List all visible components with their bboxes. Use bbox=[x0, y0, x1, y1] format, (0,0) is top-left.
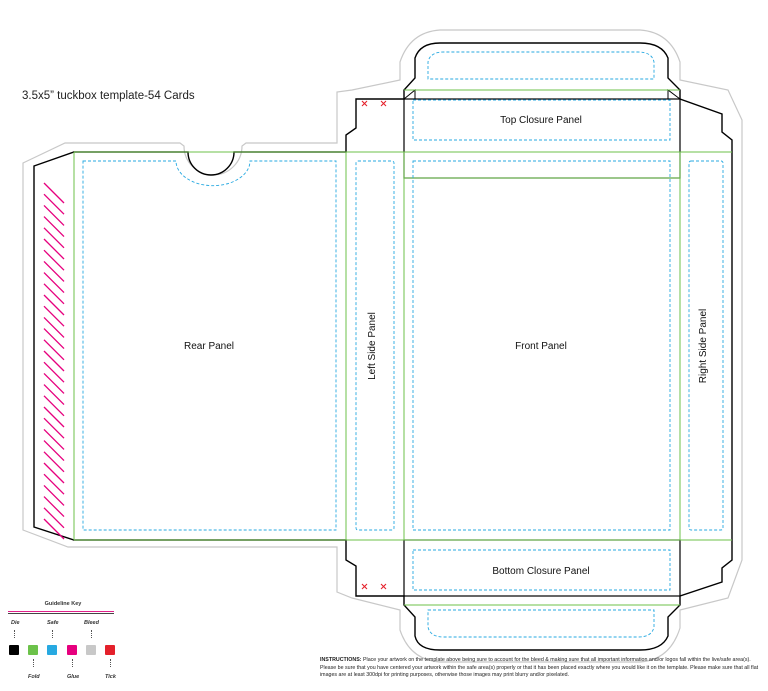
top-tuck-notch-left bbox=[403, 88, 416, 100]
glue-hatch-line bbox=[43, 294, 65, 316]
tick-mark-bottom-right bbox=[380, 583, 387, 590]
key-connector-die bbox=[14, 630, 15, 638]
swatch-glue bbox=[67, 645, 77, 655]
glue-hatch-line bbox=[43, 216, 65, 238]
glue-hatch-line bbox=[43, 496, 65, 518]
glue-hatch-line bbox=[43, 384, 65, 406]
glue-hatch-line bbox=[43, 328, 65, 350]
key-label-bleed: Bleed bbox=[84, 620, 99, 626]
glue-hatch-line bbox=[43, 272, 65, 294]
die-outline bbox=[33, 42, 733, 651]
template-title: 3.5x5” tuckbox template-54 Cards bbox=[22, 90, 195, 102]
glue-hatch-line bbox=[43, 428, 65, 450]
swatch-die bbox=[9, 645, 19, 655]
glue-hatch-line bbox=[43, 417, 65, 439]
label-right-side-panel: Right Side Panel bbox=[698, 309, 709, 384]
tick-mark-top-right bbox=[380, 100, 387, 107]
glue-hatch-line bbox=[43, 507, 65, 529]
glue-hatch-line bbox=[43, 305, 65, 327]
instructions-text: INSTRUCTIONS: Place your artwork on the … bbox=[320, 657, 760, 680]
glue-hatch-line bbox=[43, 440, 65, 462]
label-front-panel: Front Panel bbox=[515, 341, 567, 352]
label-rear-panel: Rear Panel bbox=[184, 341, 234, 352]
tick-mark-bottom-left bbox=[361, 583, 368, 590]
key-connector-fold bbox=[33, 659, 34, 667]
key-divider-dark bbox=[8, 613, 114, 614]
key-label-glue: Glue bbox=[67, 674, 80, 680]
glue-hatch-line bbox=[43, 260, 65, 282]
label-bottom-closure-panel: Bottom Closure Panel bbox=[492, 566, 589, 577]
glue-hatch-line bbox=[43, 395, 65, 417]
tick-mark-top-left bbox=[361, 100, 368, 107]
safe-area-front bbox=[412, 160, 671, 531]
label-left-side-panel: Left Side Panel bbox=[367, 312, 378, 380]
safe-area-left-side bbox=[355, 160, 395, 531]
safe-area-bottom-closure bbox=[412, 549, 671, 591]
key-divider-pink bbox=[8, 611, 114, 612]
top-closure-die bbox=[403, 98, 681, 179]
glue-hatch-line bbox=[43, 193, 65, 215]
glue-hatch-line bbox=[43, 316, 65, 338]
glue-area-hatching bbox=[43, 182, 65, 540]
glue-hatch-line bbox=[43, 518, 65, 540]
glue-hatch-line bbox=[43, 249, 65, 271]
key-label-tick: Tick bbox=[105, 674, 116, 680]
glue-hatch-line bbox=[43, 350, 65, 372]
safe-area-rear bbox=[82, 160, 337, 531]
guideline-key: Guideline Key Die Safe Bleed Fold Glue T… bbox=[8, 601, 118, 686]
bleed-outline bbox=[22, 29, 743, 663]
label-top-closure-panel: Top Closure Panel bbox=[500, 115, 582, 126]
glue-hatch-line bbox=[43, 238, 65, 260]
glue-hatch-line bbox=[43, 182, 65, 204]
swatch-fold bbox=[28, 645, 38, 655]
glue-hatch-line bbox=[43, 339, 65, 361]
key-label-safe: Safe bbox=[47, 620, 59, 626]
glue-hatch-line bbox=[43, 372, 65, 394]
guideline-key-title: Guideline Key bbox=[44, 601, 82, 607]
key-connector-safe bbox=[52, 630, 53, 638]
glue-hatch-line bbox=[43, 283, 65, 305]
swatch-tick bbox=[105, 645, 115, 655]
glue-hatch-line bbox=[43, 473, 65, 495]
glue-hatch-line bbox=[43, 227, 65, 249]
glue-hatch-line bbox=[43, 451, 65, 473]
key-connector-glue bbox=[72, 659, 73, 667]
swatch-bleed bbox=[86, 645, 96, 655]
instructions-body: Place your artwork on the template above… bbox=[320, 657, 759, 679]
key-label-fold: Fold bbox=[28, 674, 40, 680]
fold-lines bbox=[73, 89, 732, 606]
instructions-lead: INSTRUCTIONS: bbox=[320, 657, 362, 663]
glue-hatch-line bbox=[43, 361, 65, 383]
glue-hatch-line bbox=[43, 204, 65, 226]
glue-hatch-line bbox=[43, 462, 65, 484]
safe-area-right-side bbox=[688, 160, 724, 531]
swatch-safe bbox=[47, 645, 57, 655]
key-label-die: Die bbox=[11, 620, 20, 626]
glue-hatch-line bbox=[43, 406, 65, 428]
safe-area-top-tuck-flap bbox=[427, 51, 655, 80]
safe-area-top-closure bbox=[412, 99, 671, 141]
safe-area-bottom-tuck-flap bbox=[427, 609, 655, 638]
key-connector-bleed bbox=[91, 630, 92, 638]
key-connector-tick bbox=[110, 659, 111, 667]
top-tuck-notch-right bbox=[667, 89, 681, 100]
glue-hatch-line bbox=[43, 484, 65, 506]
